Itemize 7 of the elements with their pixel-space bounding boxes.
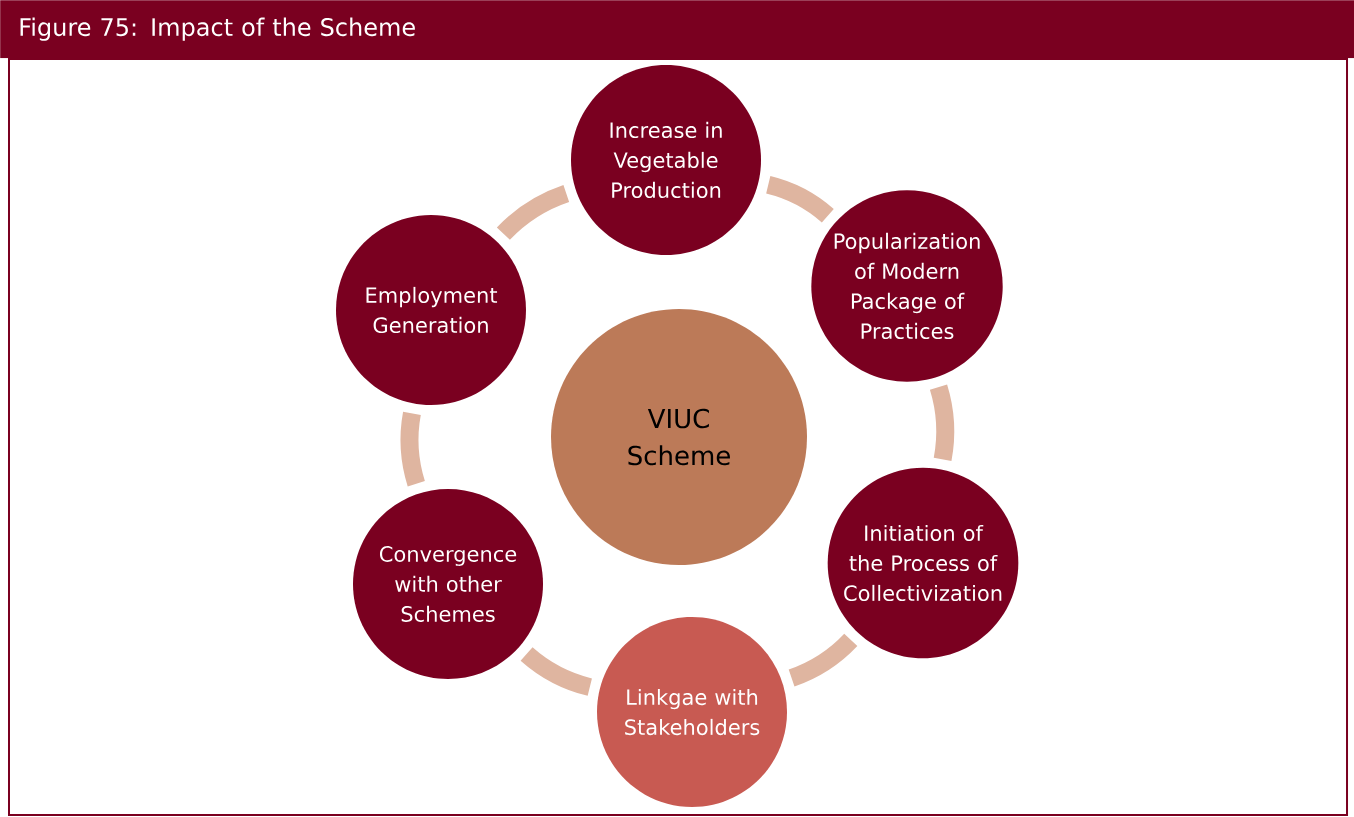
ring-segment [520, 647, 593, 696]
ring-segment [400, 412, 425, 487]
title-bar: Figure 75: Impact of the Scheme [0, 0, 1354, 59]
ring-segment [929, 384, 955, 461]
ring-segment [766, 176, 834, 223]
ring-segment [788, 633, 858, 687]
ring-segment [496, 184, 570, 240]
